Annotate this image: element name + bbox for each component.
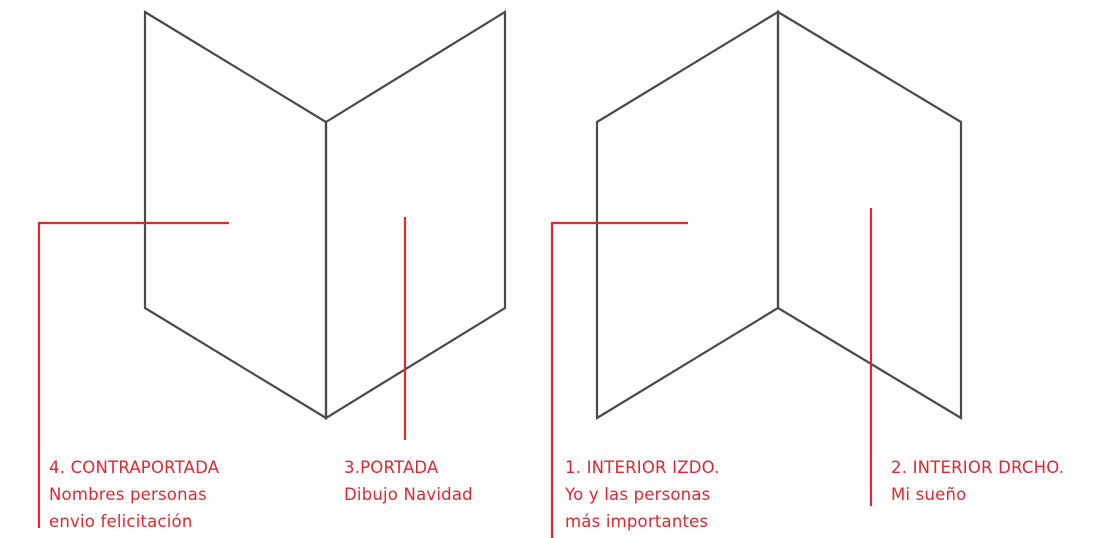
label-contraportada-line-1: Nombres personas <box>49 485 207 504</box>
callout-line-interior-izdo <box>550 221 688 538</box>
interior-card <box>595 10 963 420</box>
label-interior-izdo-line-1: Yo y las personas <box>565 485 711 504</box>
exterior-card <box>143 10 507 420</box>
label-portada-line-1: Dibujo Navidad <box>344 485 473 504</box>
front-cover-panel <box>324 10 507 420</box>
label-interior-drcho-title: 2. INTERIOR DRCHO. <box>891 458 1065 477</box>
back-cover-panel <box>143 10 328 420</box>
label-portada-title: 3.PORTADA <box>344 458 439 477</box>
inner-right-panel <box>776 10 963 420</box>
label-contraportada: 4. CONTRAPORTADA Nombres personas envio … <box>49 454 219 535</box>
label-interior-drcho: 2. INTERIOR DRCHO. Mi sueño <box>891 454 1064 508</box>
label-interior-izdo-line-2: más importantes <box>565 512 709 531</box>
label-interior-drcho-line-1: Mi sueño <box>891 485 967 504</box>
label-interior-izdo: 1. INTERIOR IZDO. Yo y las personas más … <box>565 454 720 535</box>
label-portada: 3.PORTADA Dibujo Navidad <box>344 454 473 508</box>
label-contraportada-line-2: envio felicitación <box>49 512 193 531</box>
label-contraportada-title: 4. CONTRAPORTADA <box>49 458 220 477</box>
label-interior-izdo-title: 1. INTERIOR IZDO. <box>565 458 720 477</box>
callout-line-contraportada <box>37 221 229 528</box>
inner-left-panel <box>595 10 780 420</box>
